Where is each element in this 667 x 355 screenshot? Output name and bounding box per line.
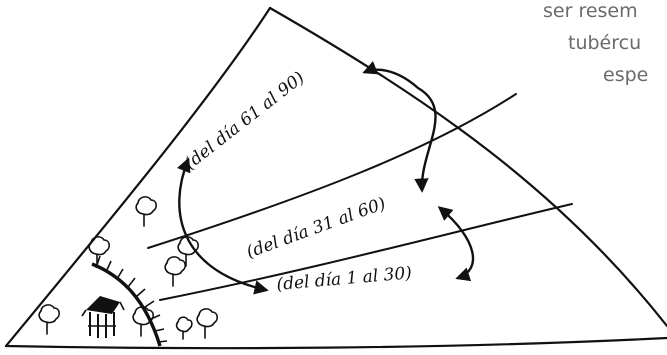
sector-left-edge — [4, 6, 272, 348]
rotation-arrow-icon — [437, 206, 475, 282]
tree-icon — [175, 316, 193, 340]
tree-icon — [38, 304, 60, 335]
tree-icon — [177, 236, 199, 267]
sector-bottom-edge — [4, 336, 667, 350]
tree-icon — [132, 306, 154, 337]
tree-icon — [164, 256, 186, 287]
house-icon — [81, 296, 125, 338]
tree-icon — [88, 236, 110, 267]
tree-icon — [196, 308, 218, 339]
sector-right-arc — [268, 6, 667, 328]
tree-icon — [135, 196, 157, 227]
zone-label-1-30: (del día 1 al 30) — [276, 263, 413, 295]
zone-label-61-90: (del día 61 al 90) — [181, 68, 309, 174]
corner-text-line-1: ser resem — [543, 0, 638, 22]
rotation-arrow-icon — [177, 157, 269, 295]
corner-text-line-3: espe — [603, 64, 649, 86]
home-arc — [91, 255, 168, 347]
rotation-arrow-icon — [362, 61, 437, 193]
corner-text-line-2: tubércu — [568, 32, 642, 54]
field-sector-outline — [4, 6, 667, 350]
zone-label-31-60: (del día 31 al 60) — [244, 194, 389, 263]
